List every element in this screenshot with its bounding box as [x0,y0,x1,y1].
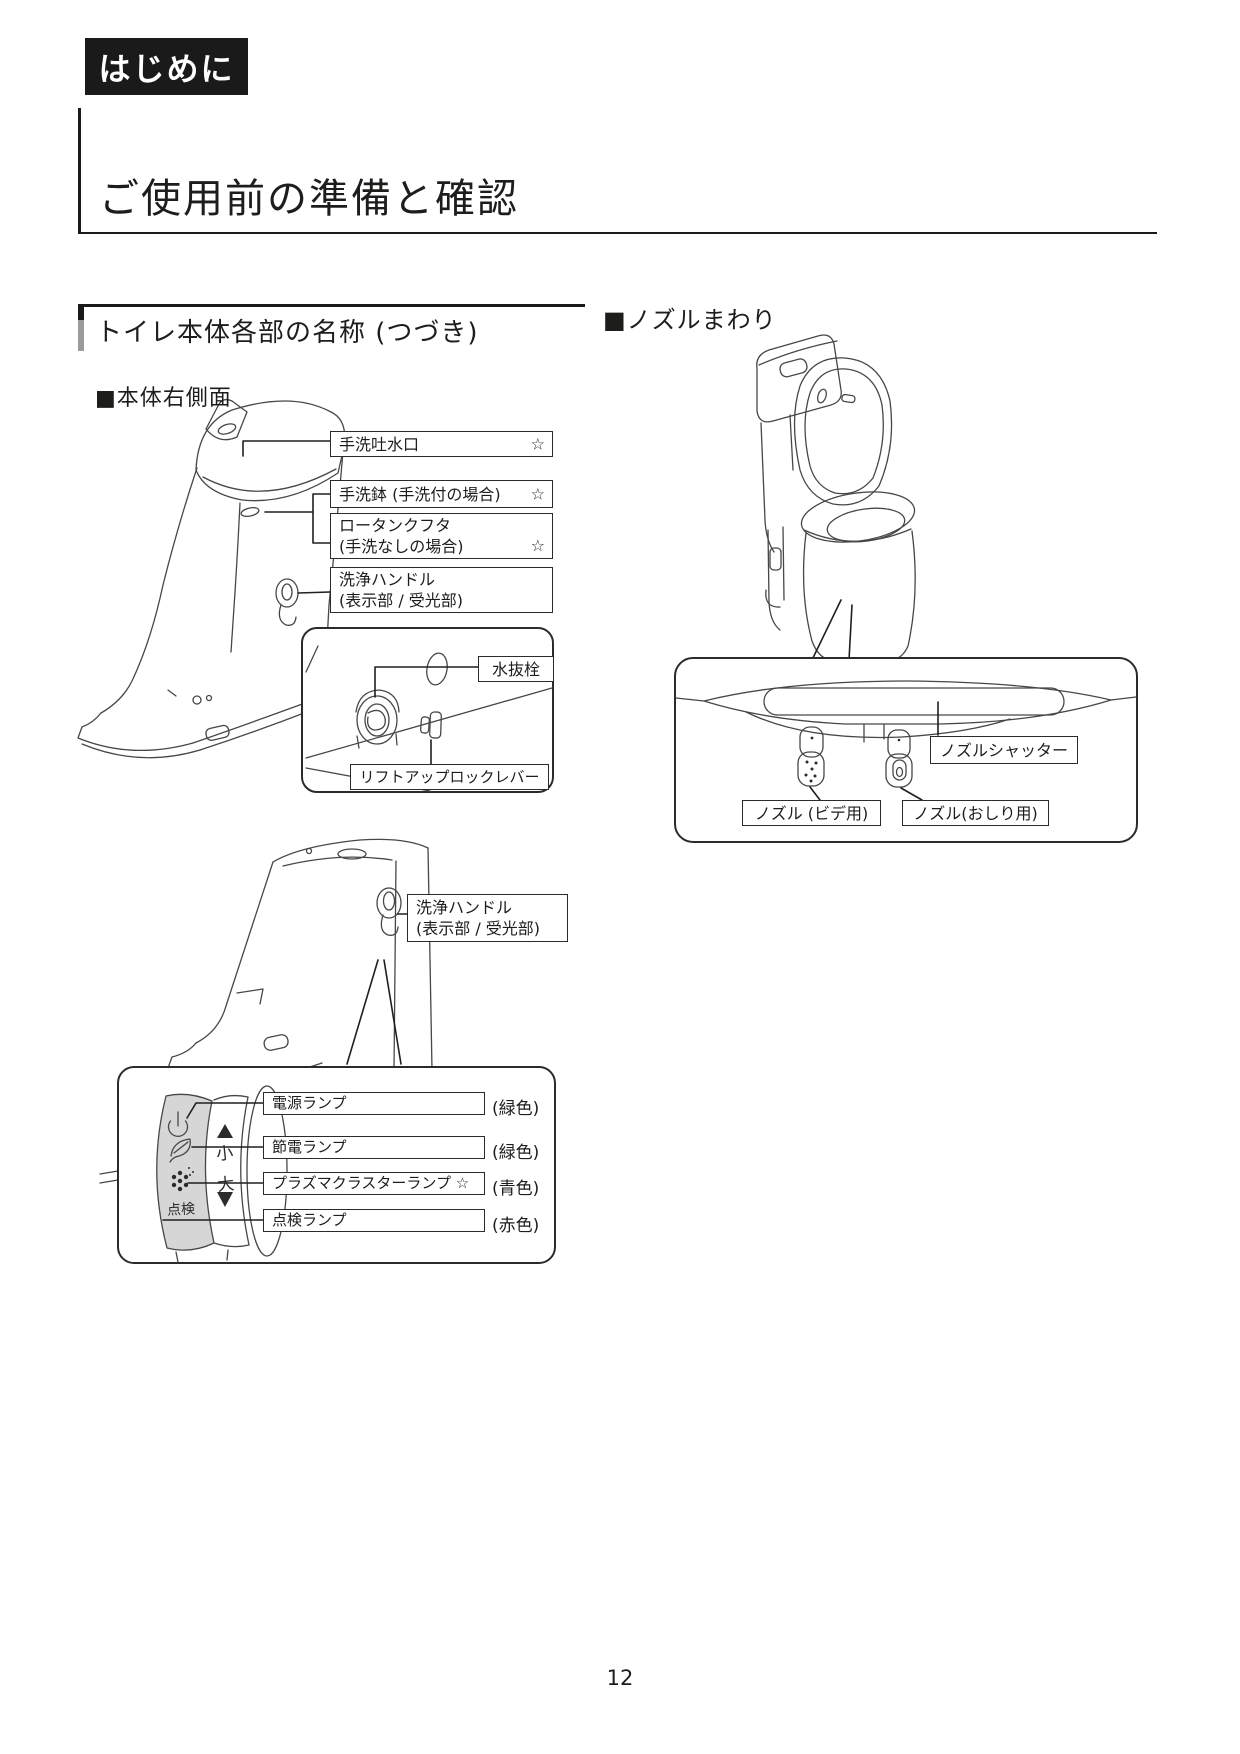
callout-label: 節電ランプ [272,1138,347,1156]
panel-inspection-text: 点検 [166,1201,196,1219]
callout-label-line2: (手洗なしの場合) [339,537,464,556]
callout-inspection-lamp: 点検ランプ [263,1209,485,1232]
callout-label: ロータンクフタ [339,516,452,535]
callout-label: リフトアップロックレバー [359,767,540,786]
callout-label: 電源ランプ [272,1094,347,1112]
callout-plasmacluster-lamp: プラズマクラスターランプ ☆ [263,1172,485,1195]
callout-label: 水抜栓 [491,659,540,679]
callout-label: ノズル (ビデ用) [754,803,869,823]
flush-handle-icon [376,887,402,936]
eco-leaf-icon [169,1138,191,1163]
callout-label: 手洗鉢 (手洗付の場合) [339,484,501,504]
toilet-open-lid-figure [756,334,916,662]
lamp-color-note-power: (緑色) [492,1099,540,1119]
callout-label: ノズルシャッター [939,740,1068,760]
callout-flush-handle: 洗浄ハンドル (表示部 / 受光部) [330,567,553,613]
rear-nozzle-icon [885,729,913,788]
callout-eco-lamp: 節電ランプ [263,1136,485,1159]
subsection-title: ■本体右側面 [95,386,232,411]
callout-drain-plug: 水抜栓 [478,656,554,682]
tank-side-figure [77,398,346,759]
callout-label-line2: (表示部 / 受光部) [416,919,541,938]
callout-liftup-lock-lever: リフトアップロックレバー [350,764,549,790]
callout-flush-handle-2: 洗浄ハンドル (表示部 / 受光部) [407,894,568,942]
adjust-down-icon [217,1192,233,1207]
flush-handle-figure [167,838,433,1084]
star-mark: ☆ [530,536,545,555]
page-title: ご使用前の準備と確認 [99,176,519,222]
callout-label: 手洗吐水口 [339,434,420,454]
power-icon [167,1111,189,1137]
lamp-color-note-eco: (緑色) [492,1143,540,1163]
callout-nozzle-rear: ノズル(おしり用) [902,800,1049,826]
page-number: 12 [606,1666,634,1690]
callout-nozzle-shutter: ノズルシャッター [930,736,1078,764]
callout-label: ノズル(おしり用) [913,803,1038,823]
callout-label: 洗浄ハンドル [339,570,436,589]
plasma-cluster-icon [171,1167,194,1192]
drain-plug-icon [355,689,400,749]
page-title-block: ご使用前の準備と確認 [78,108,1157,234]
lamp-color-note-plasmacluster: (青色) [492,1179,540,1199]
callout-tank-lid: ロータンクフタ (手洗なしの場合) ☆ [330,513,553,559]
callout-hand-wash-spout: 手洗吐水口 ☆ [330,431,553,457]
callout-power-lamp: 電源ランプ [263,1092,485,1115]
section-accent-bar [78,307,84,351]
chapter-badge: はじめに [85,38,248,95]
bidet-nozzle-icon [797,726,825,787]
callout-label: 点検ランプ [272,1211,347,1229]
nozzle-detail-figure [674,657,1138,843]
section-title-left-block: トイレ本体各部の名称 (つづき) [78,304,585,351]
lamp-color-note-inspection: (赤色) [492,1216,540,1236]
callout-label: プラズマクラスターランプ ☆ [272,1174,470,1192]
callout-hand-wash-bowl: 手洗鉢 (手洗付の場合) ☆ [330,480,553,508]
callout-nozzle-bidet: ノズル (ビデ用) [742,800,881,826]
section-title-right: ■ノズルまわり [603,306,777,334]
star-mark: ☆ [530,434,545,454]
panel-large-text: 大 [216,1174,236,1196]
callout-label: 洗浄ハンドル [416,898,513,917]
section-title-left: トイレ本体各部の名称 (つづき) [96,318,479,348]
adjust-up-icon [217,1124,233,1138]
star-mark: ☆ [530,484,545,504]
panel-small-text: 小 [215,1143,235,1165]
flush-handle-side-icon [275,578,299,626]
liftup-lock-lever-icon [420,711,442,739]
callout-label-line2: (表示部 / 受光部) [339,591,464,610]
